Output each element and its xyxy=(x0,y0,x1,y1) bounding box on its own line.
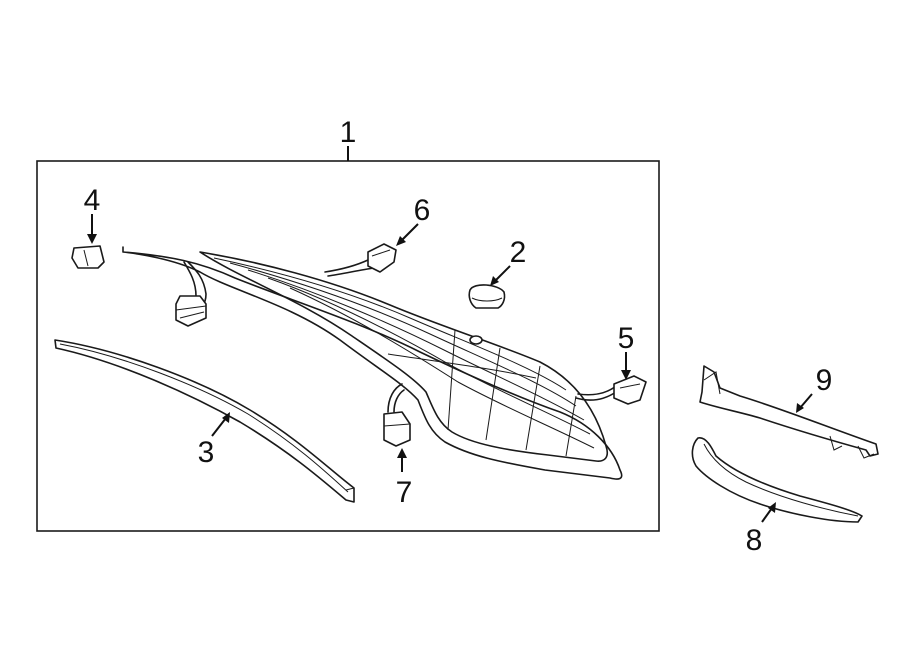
bumper-4 xyxy=(71,245,105,269)
callout-4: 4 xyxy=(84,184,101,217)
connector-7 xyxy=(383,383,411,447)
back-glass xyxy=(122,246,623,480)
callout-8: 8 xyxy=(746,524,763,557)
plug-2 xyxy=(468,284,506,309)
connector-6 xyxy=(324,243,397,277)
left-harness xyxy=(175,261,207,327)
molding-3 xyxy=(54,339,355,503)
callout-3: 3 xyxy=(198,436,215,469)
trim-9 xyxy=(699,365,879,459)
stop-lamp-hole xyxy=(469,335,483,345)
callout-6: 6 xyxy=(414,194,431,227)
callout-7: 7 xyxy=(396,476,413,509)
callout-1: 1 xyxy=(340,116,357,149)
defroster-grid xyxy=(213,257,595,457)
trim-8 xyxy=(691,437,863,523)
callout-8-leader xyxy=(761,507,773,523)
callout-2: 2 xyxy=(510,236,527,269)
callout-2-leader xyxy=(493,265,511,283)
callout-5: 5 xyxy=(618,322,635,355)
callout-3-leader xyxy=(211,417,227,437)
callout-9-leader xyxy=(799,393,813,409)
callout-9: 9 xyxy=(816,364,833,397)
connector-5 xyxy=(575,375,647,405)
